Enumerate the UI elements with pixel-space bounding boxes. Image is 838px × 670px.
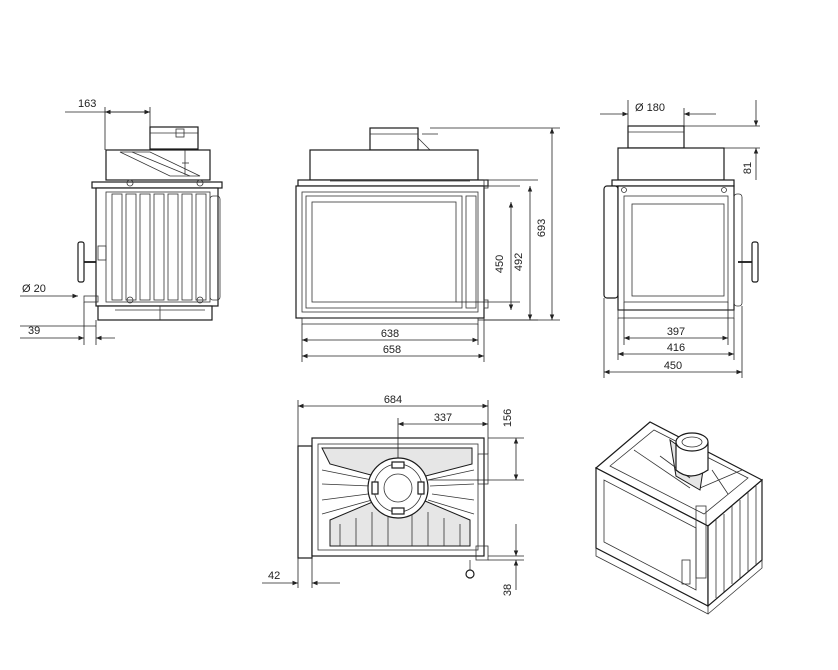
front-view [295,127,560,362]
dim-side-top-offset: 163 [78,98,96,110]
dim-side-body-width: 416 [667,342,685,354]
dim-flue-collar: 81 [742,162,754,174]
side-view-right [600,100,760,378]
dim-flue-offset: 337 [434,412,452,424]
dim-top-bottom-offset: 38 [502,584,514,596]
dim-ash-pipe: Ø 20 [22,283,46,295]
dim-top-side-offset: 42 [268,570,280,582]
dim-inner-width: 397 [667,326,685,338]
side-view-left [20,107,223,345]
dim-flue-depth: 156 [502,409,514,427]
isometric-view [594,421,764,615]
dim-side-total-width: 450 [664,360,682,372]
dim-side-bottom-offset: 39 [28,325,40,337]
dim-glass-width: 638 [381,328,399,340]
dim-top-total-width: 684 [384,394,402,406]
top-view [262,400,524,590]
dim-total-height: 693 [536,219,548,237]
dim-body-width: 658 [383,344,401,356]
dim-flue-diameter: Ø 180 [635,102,665,114]
dim-glass-height: 450 [494,255,506,273]
dimension-labels: 163 Ø 20 39 450 492 693 638 658 Ø 180 81… [22,98,754,596]
dim-body-height: 492 [513,253,525,271]
